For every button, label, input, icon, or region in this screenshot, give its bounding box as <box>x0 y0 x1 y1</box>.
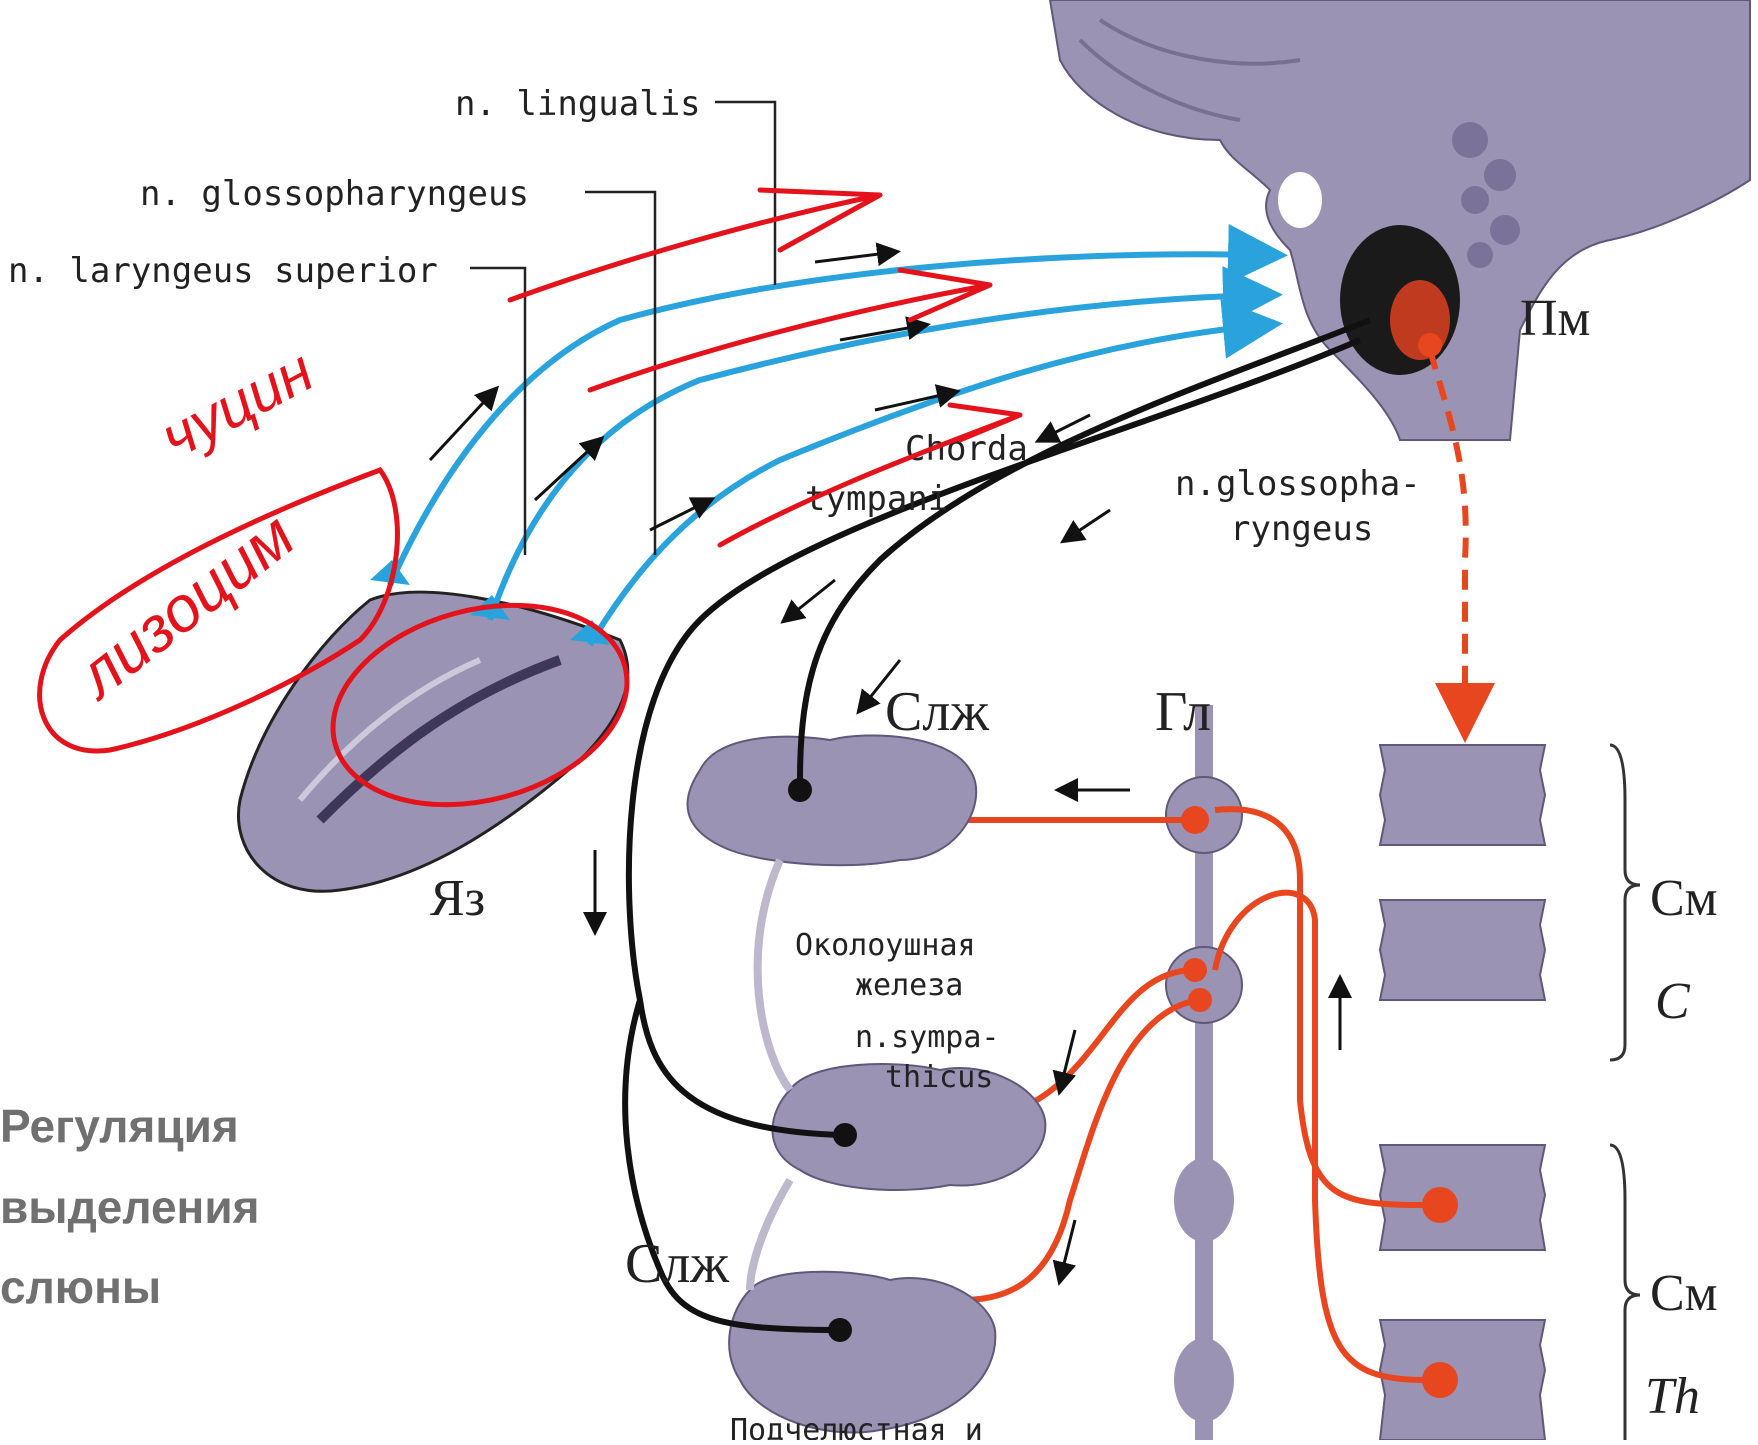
sublingual-gland <box>729 1272 995 1433</box>
label-parotid-2: железа <box>855 968 963 1003</box>
label-slzh-top: Слж <box>885 681 989 743</box>
label-slzh-bottom: Слж <box>625 1233 729 1295</box>
label-n-glossopharyngeus: n. glossopharyngeus <box>140 174 529 214</box>
sympathetic-chain <box>1166 705 1242 1440</box>
label-sympathicus-1: n.sympa- <box>855 1020 1000 1055</box>
label-submandibular: Подчелюстная и <box>730 1413 983 1440</box>
title-line-2: выделения <box>0 1181 259 1233</box>
label-sm-top: См <box>1650 870 1718 927</box>
title-line-1: Регуляция <box>0 1100 239 1152</box>
label-c: C <box>1655 973 1691 1030</box>
label-n-glossopha-2: ryngeus <box>1230 509 1373 549</box>
label-n-lingualis: n. lingualis <box>455 84 701 124</box>
parotid-gland <box>688 735 977 865</box>
label-sympathicus-2: thicus <box>885 1060 993 1095</box>
title-line-3: слюны <box>0 1261 161 1313</box>
label-yaz: Яз <box>430 870 485 927</box>
label-sm-bottom: См <box>1650 1265 1718 1322</box>
label-parotid-1: Околоушная <box>795 928 976 963</box>
handwritten-word-2: лизоцим <box>61 499 307 714</box>
label-n-glossopha-1: n.glossopha- <box>1175 464 1421 504</box>
handwritten-word-1: чуцин <box>150 336 324 471</box>
spinal-segments <box>1380 745 1640 1440</box>
label-gl: Гл <box>1155 681 1211 743</box>
afferent-nerves <box>390 254 1270 645</box>
label-n-laryngeus-superior: n. laryngeus superior <box>8 251 438 291</box>
label-pm: Пм <box>1520 290 1590 347</box>
tongue <box>238 592 627 891</box>
label-th: Th <box>1645 1368 1700 1425</box>
gland-connector <box>750 860 790 1290</box>
medulla-nucleus <box>1340 225 1460 375</box>
label-chorda-2: tympani <box>805 479 948 519</box>
